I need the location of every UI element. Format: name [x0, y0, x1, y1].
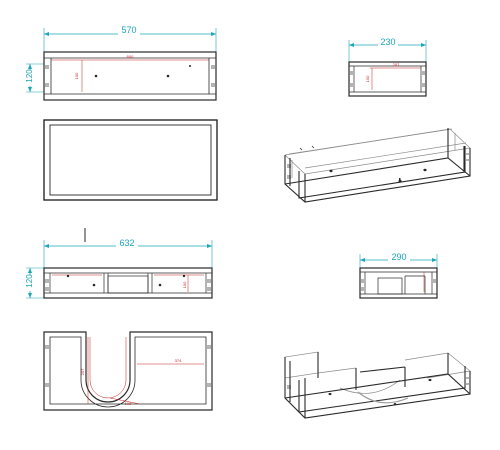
- cutout-radius-label: 100: [125, 401, 132, 406]
- mid-side-view: 290: [359, 252, 438, 299]
- mid-front-width-label: 632: [119, 238, 134, 248]
- top-isometric-view: [284, 128, 471, 203]
- top-front-inner-width: 600: [127, 54, 134, 59]
- mid-side-width-label: 290: [391, 252, 406, 262]
- top-side-view: 230 207 100: [348, 37, 427, 97]
- cutout-depth-label: 207: [80, 368, 85, 375]
- top-plan-view: [43, 119, 218, 201]
- cutout-width-label: 374: [175, 358, 182, 363]
- top-front-height-label: 120: [25, 69, 34, 83]
- top-side-inner-height: 100: [365, 75, 370, 82]
- top-front-inner-height: 100: [74, 72, 79, 79]
- cutout-plan-view: 207 374 100: [43, 331, 213, 411]
- top-side-width-label: 230: [380, 37, 395, 47]
- top-side-inner-width: 207: [393, 62, 400, 67]
- mid-front-inner-height: 100: [182, 281, 187, 288]
- cutout-isometric-view: [284, 351, 471, 419]
- top-front-view: 570 120 600 100: [25, 25, 217, 101]
- mid-front-height-label: 120: [25, 274, 34, 288]
- top-front-width-label: 570: [121, 25, 136, 35]
- mid-front-view: 632 120 100: [25, 228, 213, 299]
